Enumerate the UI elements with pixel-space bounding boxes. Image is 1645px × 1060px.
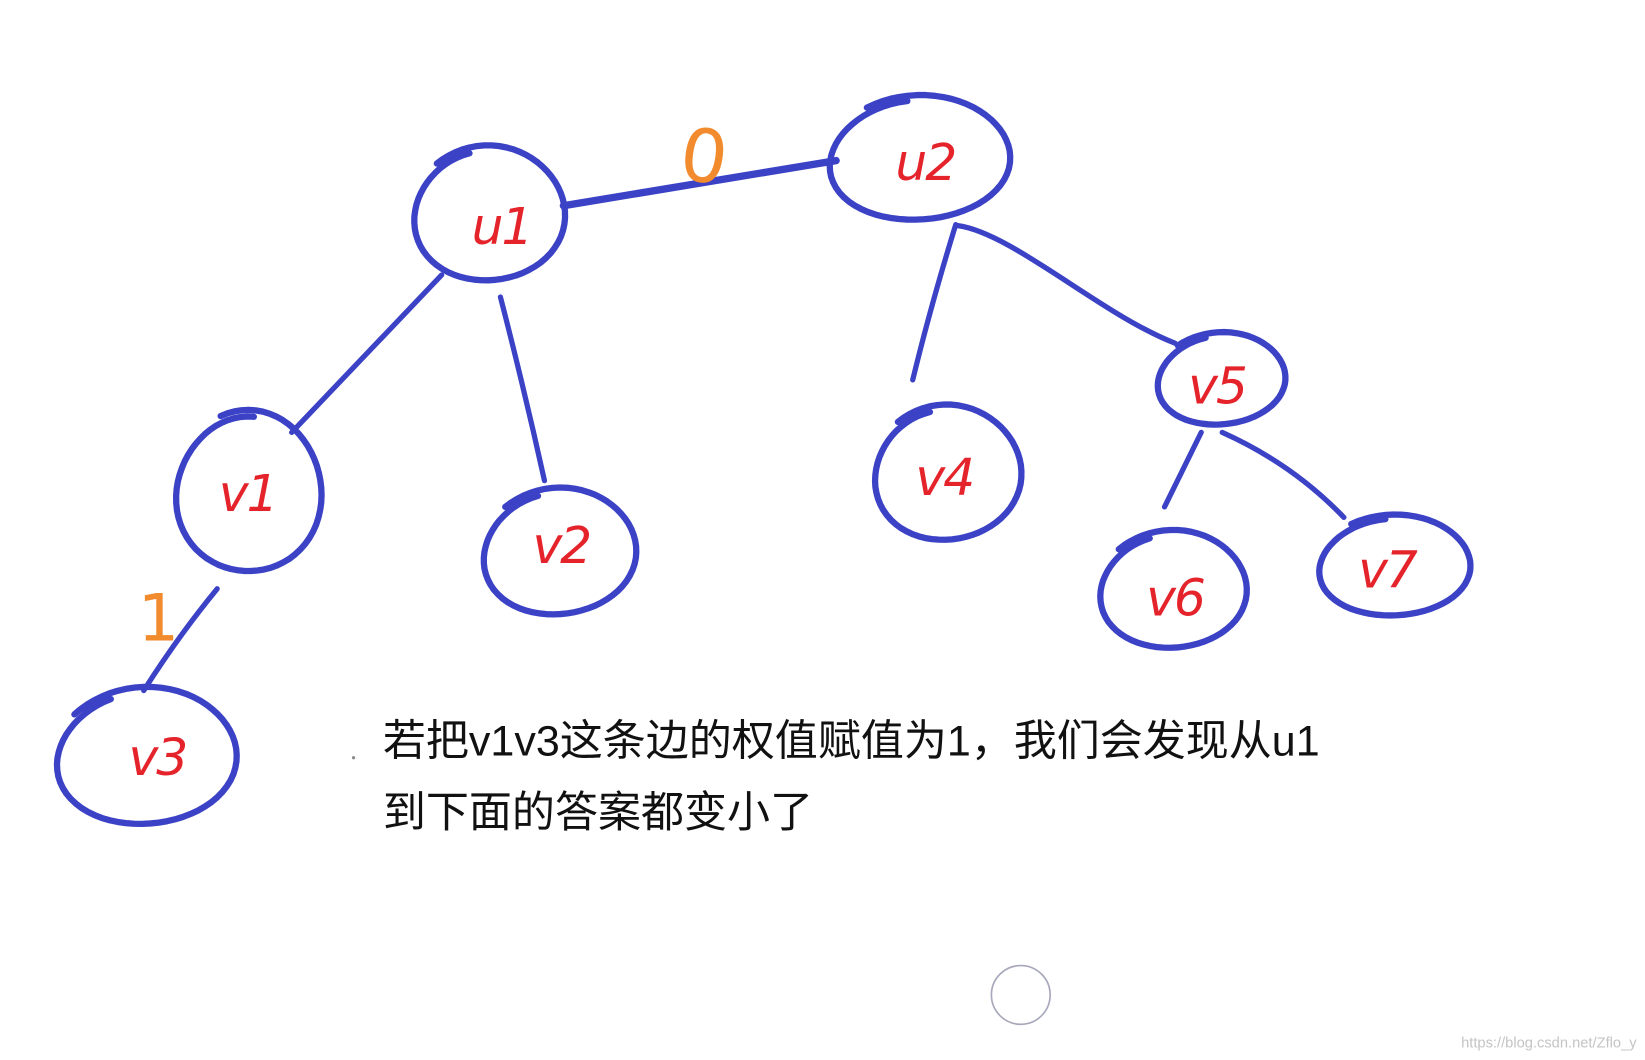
edge-v1-v3 bbox=[141, 586, 220, 694]
node-v3-label: v3 bbox=[129, 728, 187, 787]
node-v3: v3 bbox=[53, 683, 240, 828]
node-v2-label: v2 bbox=[532, 516, 590, 575]
node-u2: u2 bbox=[826, 91, 1014, 223]
node-v2-circle bbox=[480, 484, 640, 618]
circle-marker bbox=[990, 964, 1051, 1026]
node-u2-circle bbox=[826, 91, 1014, 223]
edges bbox=[141, 156, 1347, 694]
edge-weight-v1-v3: 1 bbox=[138, 582, 179, 657]
edge-v5-v7 bbox=[1219, 429, 1347, 521]
node-v6: v6 bbox=[1097, 526, 1250, 651]
node-v3-circle bbox=[53, 683, 240, 828]
edge-u1-u2 bbox=[559, 156, 840, 210]
node-v4-label: v4 bbox=[915, 448, 973, 507]
node-v1-label: v1 bbox=[219, 464, 277, 523]
node-v5-circle bbox=[1154, 328, 1289, 428]
caption-line-2: 到下面的答案都变小了 bbox=[383, 789, 813, 837]
node-v4: v4 bbox=[871, 401, 1025, 543]
node-v5-label: v5 bbox=[1188, 357, 1246, 416]
node-v7: v7 bbox=[1316, 511, 1474, 619]
node-v6-circle bbox=[1097, 526, 1250, 651]
node-u2-label: u2 bbox=[895, 133, 955, 192]
edge-v5-v6 bbox=[1161, 429, 1204, 510]
caption-line-1: 若把v1v3这条边的权值赋值为1，我们会发现从u1 bbox=[383, 718, 1320, 766]
node-u1-circle bbox=[411, 142, 569, 284]
node-u1: u1 bbox=[411, 142, 569, 284]
stray-mark bbox=[351, 756, 356, 760]
node-v7-label: v7 bbox=[1358, 540, 1418, 599]
node-v5: v5 bbox=[1154, 328, 1289, 428]
node-v7-circle bbox=[1316, 511, 1474, 619]
edge-u1-v2 bbox=[497, 294, 548, 484]
node-v1-circle bbox=[172, 406, 325, 575]
watermark: https://blog.csdn.net/Zflo_y bbox=[1461, 1035, 1637, 1051]
node-v1: v1 bbox=[172, 406, 325, 575]
node-u1-label: u1 bbox=[472, 197, 532, 256]
edge-u1-v1 bbox=[289, 272, 445, 436]
node-v4-circle bbox=[871, 401, 1025, 543]
edge-u2-v4 bbox=[910, 221, 959, 383]
node-v2: v2 bbox=[480, 484, 640, 618]
node-v6-label: v6 bbox=[1146, 569, 1204, 628]
edge-u2-v5 bbox=[955, 223, 1178, 346]
edge-weight-u1-u2: 0 bbox=[675, 112, 733, 203]
